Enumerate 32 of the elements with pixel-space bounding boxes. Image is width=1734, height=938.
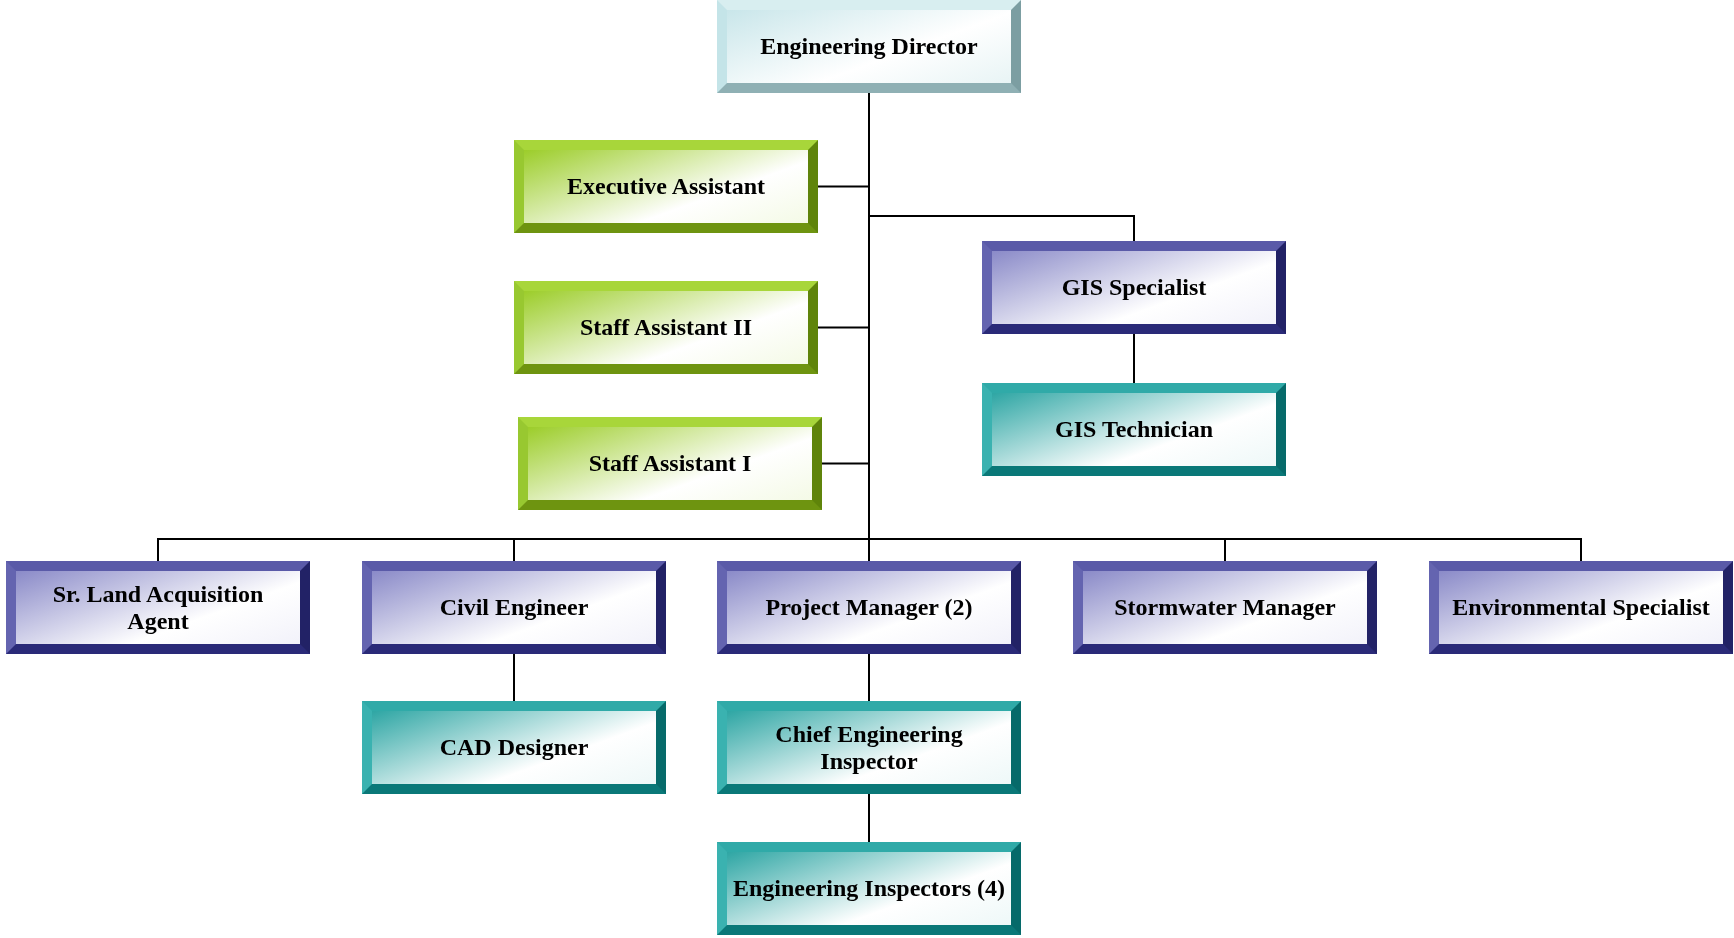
- position-title: Staff Assistant I: [587, 450, 753, 477]
- position-box: [1429, 561, 1733, 654]
- position-title: Project Manager (2): [764, 594, 974, 621]
- position-box: [362, 701, 666, 794]
- connector-line: [513, 653, 515, 702]
- connector-line: [1133, 333, 1135, 384]
- position-title: GIS Technician: [1053, 416, 1215, 443]
- position-title: Environmental Specialist: [1451, 594, 1711, 621]
- position-box: [982, 241, 1286, 334]
- connector-line: [868, 653, 870, 702]
- position-box: [717, 0, 1021, 93]
- position-title: Civil Engineer: [438, 594, 590, 621]
- position-title: Engineering Inspectors (4): [732, 875, 1006, 902]
- position-box: [717, 561, 1021, 654]
- position-box: [717, 701, 1021, 794]
- position-box: [514, 140, 818, 233]
- position-box: [6, 561, 310, 654]
- position-box: [1073, 561, 1377, 654]
- position-title: Sr. Land Acquisition Agent: [51, 581, 265, 634]
- position-box: [982, 383, 1286, 476]
- position-box: [518, 417, 822, 510]
- position-title: Staff Assistant II: [579, 314, 753, 341]
- position-title: Stormwater Manager: [1113, 594, 1337, 621]
- position-title: CAD Designer: [438, 734, 590, 761]
- position-box: [362, 561, 666, 654]
- connector-line: [868, 793, 870, 843]
- position-title: Executive Assistant: [566, 173, 766, 200]
- position-title: Chief Engineering Inspector: [774, 721, 964, 774]
- position-title: GIS Specialist: [1060, 274, 1208, 301]
- position-title: Engineering Director: [759, 33, 979, 60]
- position-box: [514, 281, 818, 374]
- position-box: [717, 842, 1021, 935]
